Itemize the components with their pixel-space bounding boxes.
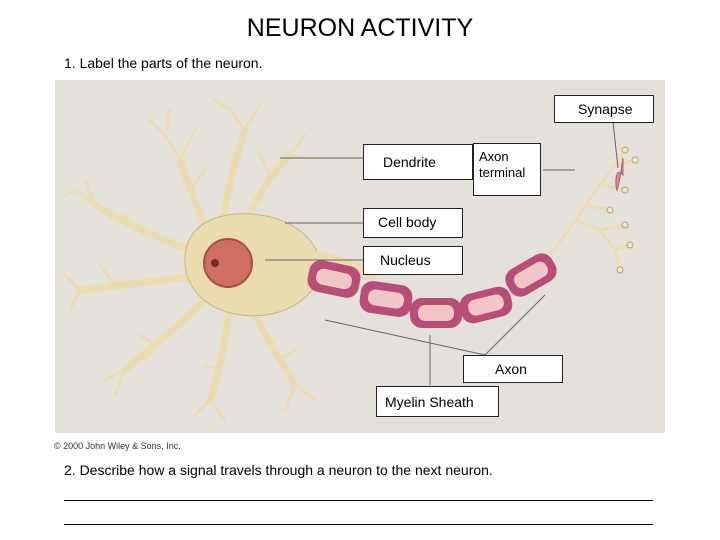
question-text: 2. Describe how a signal travels through… (64, 462, 493, 478)
axon-terminal-knobs (606, 146, 639, 274)
axon-terminal-line1: Axon (479, 149, 509, 164)
myelin-sheath-label: Myelin Sheath (376, 386, 499, 417)
answer-line-2[interactable] (64, 524, 653, 525)
synapse-label: Synapse (554, 95, 654, 123)
nucleolus-shape (211, 259, 219, 267)
leader-lines (265, 121, 619, 385)
answer-line-1[interactable] (64, 500, 653, 501)
nucleus-shape (203, 238, 253, 288)
axon-label: Axon (463, 355, 563, 383)
cell-body-label: Cell body (363, 208, 463, 238)
axon-terminal-branches (548, 148, 637, 272)
dendrite-label: Dendrite (363, 144, 473, 180)
axon-terminal-line2: terminal (479, 164, 526, 180)
myelin-sheath-segments (307, 253, 557, 328)
copyright-text: © 2000 John Wiley & Sons, Inc. (54, 441, 181, 451)
nucleus-label: Nucleus (363, 246, 463, 275)
synapse-shape (615, 157, 624, 192)
instruction-text: 1. Label the parts of the neuron. (64, 55, 263, 71)
axon-terminal-label: Axon terminal (473, 143, 541, 196)
neuron-illustration (63, 98, 639, 422)
diagram-panel (55, 80, 665, 433)
page-title: NEURON ACTIVITY (246, 14, 474, 42)
